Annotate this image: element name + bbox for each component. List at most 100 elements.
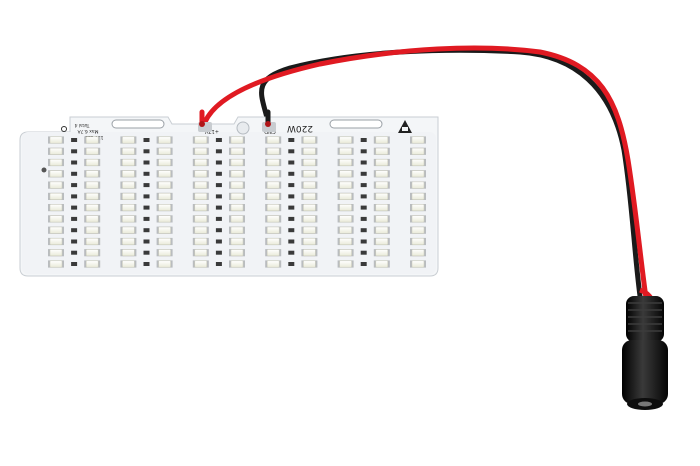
smd-led — [84, 215, 101, 223]
smd-resistor — [360, 250, 367, 255]
smd-resistor — [360, 262, 367, 266]
smd-led — [192, 215, 209, 223]
smd-resistor — [143, 183, 150, 188]
smd-led — [373, 158, 390, 167]
smd-led — [265, 170, 282, 178]
smd-led — [265, 192, 282, 200]
smd-led — [48, 158, 64, 167]
smd-led — [410, 192, 426, 200]
smd-resistor — [143, 228, 150, 233]
smd-led — [156, 158, 173, 167]
smd-led — [84, 181, 101, 189]
smd-led — [84, 158, 101, 167]
smd-led — [192, 204, 209, 212]
smd-resistor — [360, 216, 367, 221]
smd-led — [156, 237, 173, 246]
positive-terminal — [198, 109, 212, 132]
smd-led — [192, 147, 209, 155]
smd-resistor — [288, 262, 295, 266]
smd-led — [48, 192, 64, 200]
smd-led — [337, 181, 354, 189]
smd-led — [48, 249, 64, 257]
smd-led — [373, 226, 390, 234]
smd-resistor — [143, 262, 150, 266]
silk-line-2: Max 6.7A — [77, 128, 99, 134]
smd-resistor — [288, 239, 295, 244]
smd-led — [229, 192, 245, 200]
smd-led — [229, 181, 245, 189]
smd-resistor — [215, 171, 222, 176]
smd-resistor — [71, 171, 78, 176]
smd-resistor — [143, 149, 150, 154]
smd-led — [337, 215, 354, 223]
smd-resistor — [215, 138, 222, 142]
smd-resistor — [215, 250, 222, 255]
smd-resistor — [288, 183, 295, 188]
smd-led — [301, 181, 318, 189]
smd-led — [229, 204, 245, 212]
smd-led — [48, 204, 64, 212]
smd-led — [229, 147, 245, 155]
smd-led — [337, 170, 354, 178]
smd-led — [337, 226, 354, 234]
smd-resistor — [71, 160, 78, 165]
smd-led — [229, 237, 245, 246]
smd-led — [120, 204, 137, 212]
smd-resistor — [215, 194, 222, 199]
smd-led — [410, 237, 426, 246]
smd-led — [156, 260, 173, 268]
smd-led — [192, 192, 209, 200]
smd-led — [410, 249, 426, 257]
smd-led — [373, 147, 390, 155]
smd-led — [265, 158, 282, 167]
smd-resistor — [143, 216, 150, 221]
smd-led — [48, 170, 64, 178]
smd-resistor — [360, 239, 367, 244]
smd-led — [48, 226, 64, 234]
smd-resistor — [360, 194, 367, 199]
smd-led — [301, 147, 318, 155]
smd-led — [229, 260, 245, 268]
smd-led — [373, 181, 390, 189]
smd-resistor — [71, 149, 78, 154]
smd-led — [48, 215, 64, 223]
smd-resistor — [288, 160, 295, 165]
smd-led — [301, 249, 318, 257]
smd-led — [337, 158, 354, 167]
smd-resistor — [360, 138, 367, 142]
smd-led — [373, 260, 390, 268]
smd-led — [120, 158, 137, 167]
smd-resistor — [215, 160, 222, 165]
fiducial-dot — [41, 167, 47, 173]
silk-line-1: Total 4 — [74, 122, 90, 128]
smd-resistor — [143, 205, 150, 210]
smd-led — [48, 237, 64, 246]
smd-led — [84, 192, 101, 200]
smd-led — [337, 260, 354, 268]
smd-led — [410, 204, 426, 212]
smd-led — [373, 237, 390, 246]
smd-led — [265, 237, 282, 246]
smd-resistor — [143, 160, 150, 165]
smd-led — [410, 147, 426, 155]
smd-resistor — [71, 194, 78, 199]
smd-led — [120, 170, 137, 178]
smd-led — [337, 192, 354, 200]
smd-led — [120, 260, 137, 268]
smd-resistor — [215, 262, 222, 266]
smd-led — [156, 147, 173, 155]
mounting-hole — [236, 121, 250, 135]
smd-led — [192, 260, 209, 268]
smd-resistor — [288, 171, 295, 176]
smd-led — [301, 192, 318, 200]
smd-led — [84, 204, 101, 212]
smd-led — [192, 158, 209, 167]
smd-led — [410, 260, 426, 268]
smd-led — [265, 204, 282, 212]
smd-led — [156, 170, 173, 178]
smd-led — [337, 147, 354, 155]
smd-resistor — [71, 205, 78, 210]
smd-resistor — [360, 205, 367, 210]
